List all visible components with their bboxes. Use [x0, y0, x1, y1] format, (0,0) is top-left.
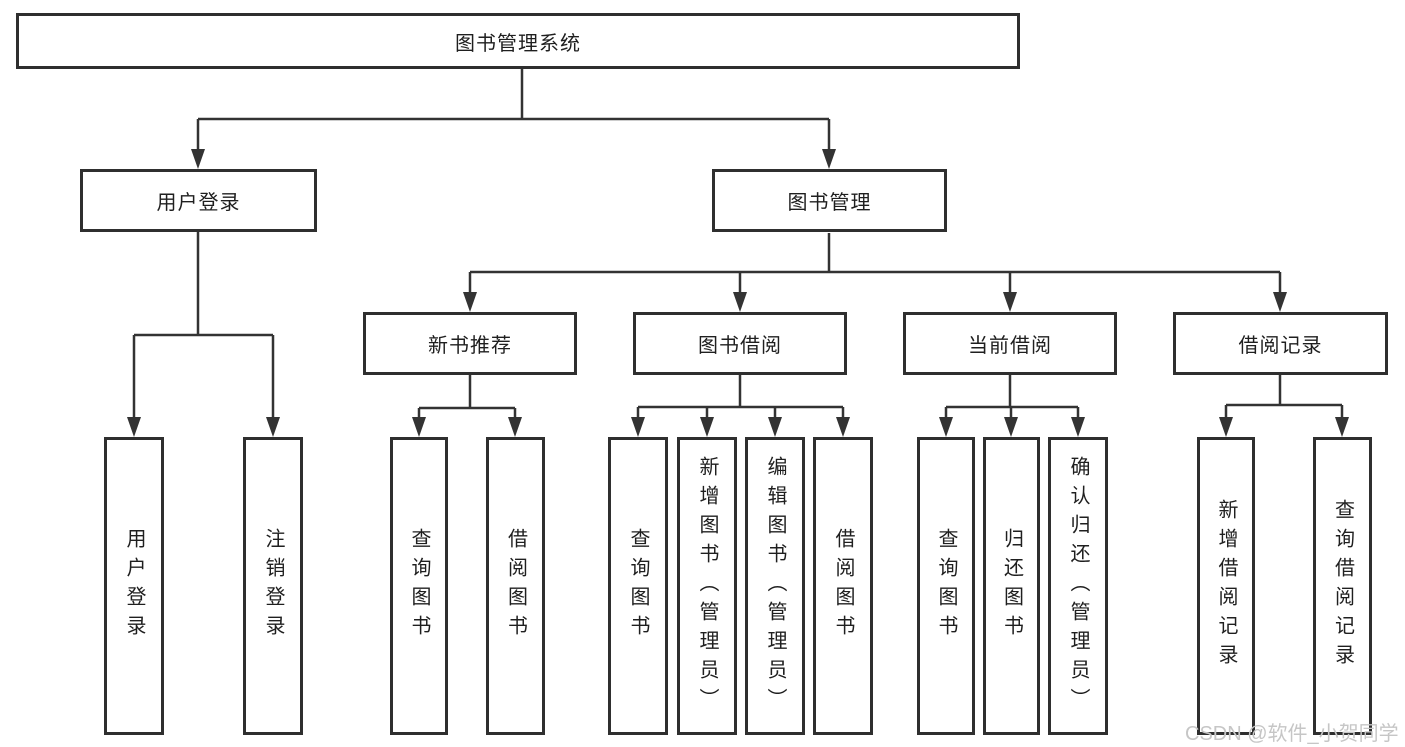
node-borrow-records: 借阅记录: [1173, 312, 1388, 375]
leaf-user-login: 用户登录: [104, 437, 164, 735]
node-label: 用户登录: [156, 192, 241, 214]
leaf-confirm-return-admin: 确认归还（管理员）: [1048, 437, 1108, 735]
connector-borrow-records: [1224, 375, 1344, 419]
node-label: 确认归还（管理员）: [1067, 455, 1089, 717]
connector-book-borrow: [636, 375, 845, 419]
connector-user-login: [132, 232, 275, 419]
connector-new-book-recommend: [417, 375, 517, 419]
leaf-edit-books-admin: 编辑图书（管理员）: [745, 437, 805, 735]
node-label: 新增图书（管理员）: [696, 455, 718, 717]
leaf-add-books-admin: 新增图书（管理员）: [677, 437, 737, 735]
node-label: 查询图书: [627, 528, 649, 644]
arrowheads: [127, 149, 1349, 437]
leaf-logout: 注销登录: [243, 437, 303, 735]
node-book-borrow: 图书借阅: [633, 312, 847, 375]
node-label: 归还图书: [1000, 528, 1023, 644]
node-label: 图书管理系统: [455, 32, 581, 55]
leaf-borrow-books-2: 借阅图书: [813, 437, 873, 735]
connector-current-borrow: [944, 375, 1080, 419]
watermark-text: CSDN @软件_小贺同学: [1185, 723, 1399, 745]
node-label: 借阅图书: [832, 528, 854, 644]
node-label: 借阅记录: [1238, 335, 1323, 357]
node-label: 新增借阅记录: [1215, 499, 1237, 673]
node-label: 查询借阅记录: [1331, 499, 1354, 673]
node-user-login: 用户登录: [80, 169, 317, 232]
node-current-borrow: 当前借阅: [903, 312, 1117, 375]
node-new-book-recommend: 新书推荐: [363, 312, 577, 375]
leaf-query-borrow-record: 查询借阅记录: [1313, 437, 1372, 735]
connector-root: [196, 69, 831, 151]
node-label: 当前借阅: [968, 335, 1052, 357]
node-label: 注销登录: [262, 528, 284, 644]
node-label: 新书推荐: [428, 335, 512, 357]
leaf-return-books: 归还图书: [983, 437, 1040, 735]
leaf-query-books-2: 查询图书: [608, 437, 668, 735]
node-label: 借阅图书: [504, 528, 527, 644]
leaf-add-borrow-record: 新增借阅记录: [1197, 437, 1255, 735]
connector-book-management: [468, 233, 1282, 294]
leaf-borrow-books-1: 借阅图书: [486, 437, 545, 735]
leaf-query-books-3: 查询图书: [917, 437, 975, 735]
node-label: 用户登录: [123, 528, 145, 644]
node-label: 查询图书: [408, 528, 430, 644]
node-label: 编辑图书（管理员）: [764, 455, 786, 717]
node-root-system: 图书管理系统: [16, 13, 1020, 69]
node-book-management: 图书管理: [712, 169, 947, 232]
node-label: 图书管理: [787, 192, 872, 214]
node-label: 查询图书: [935, 528, 957, 644]
node-label: 图书借阅: [698, 335, 782, 357]
leaf-query-books-1: 查询图书: [390, 437, 448, 735]
